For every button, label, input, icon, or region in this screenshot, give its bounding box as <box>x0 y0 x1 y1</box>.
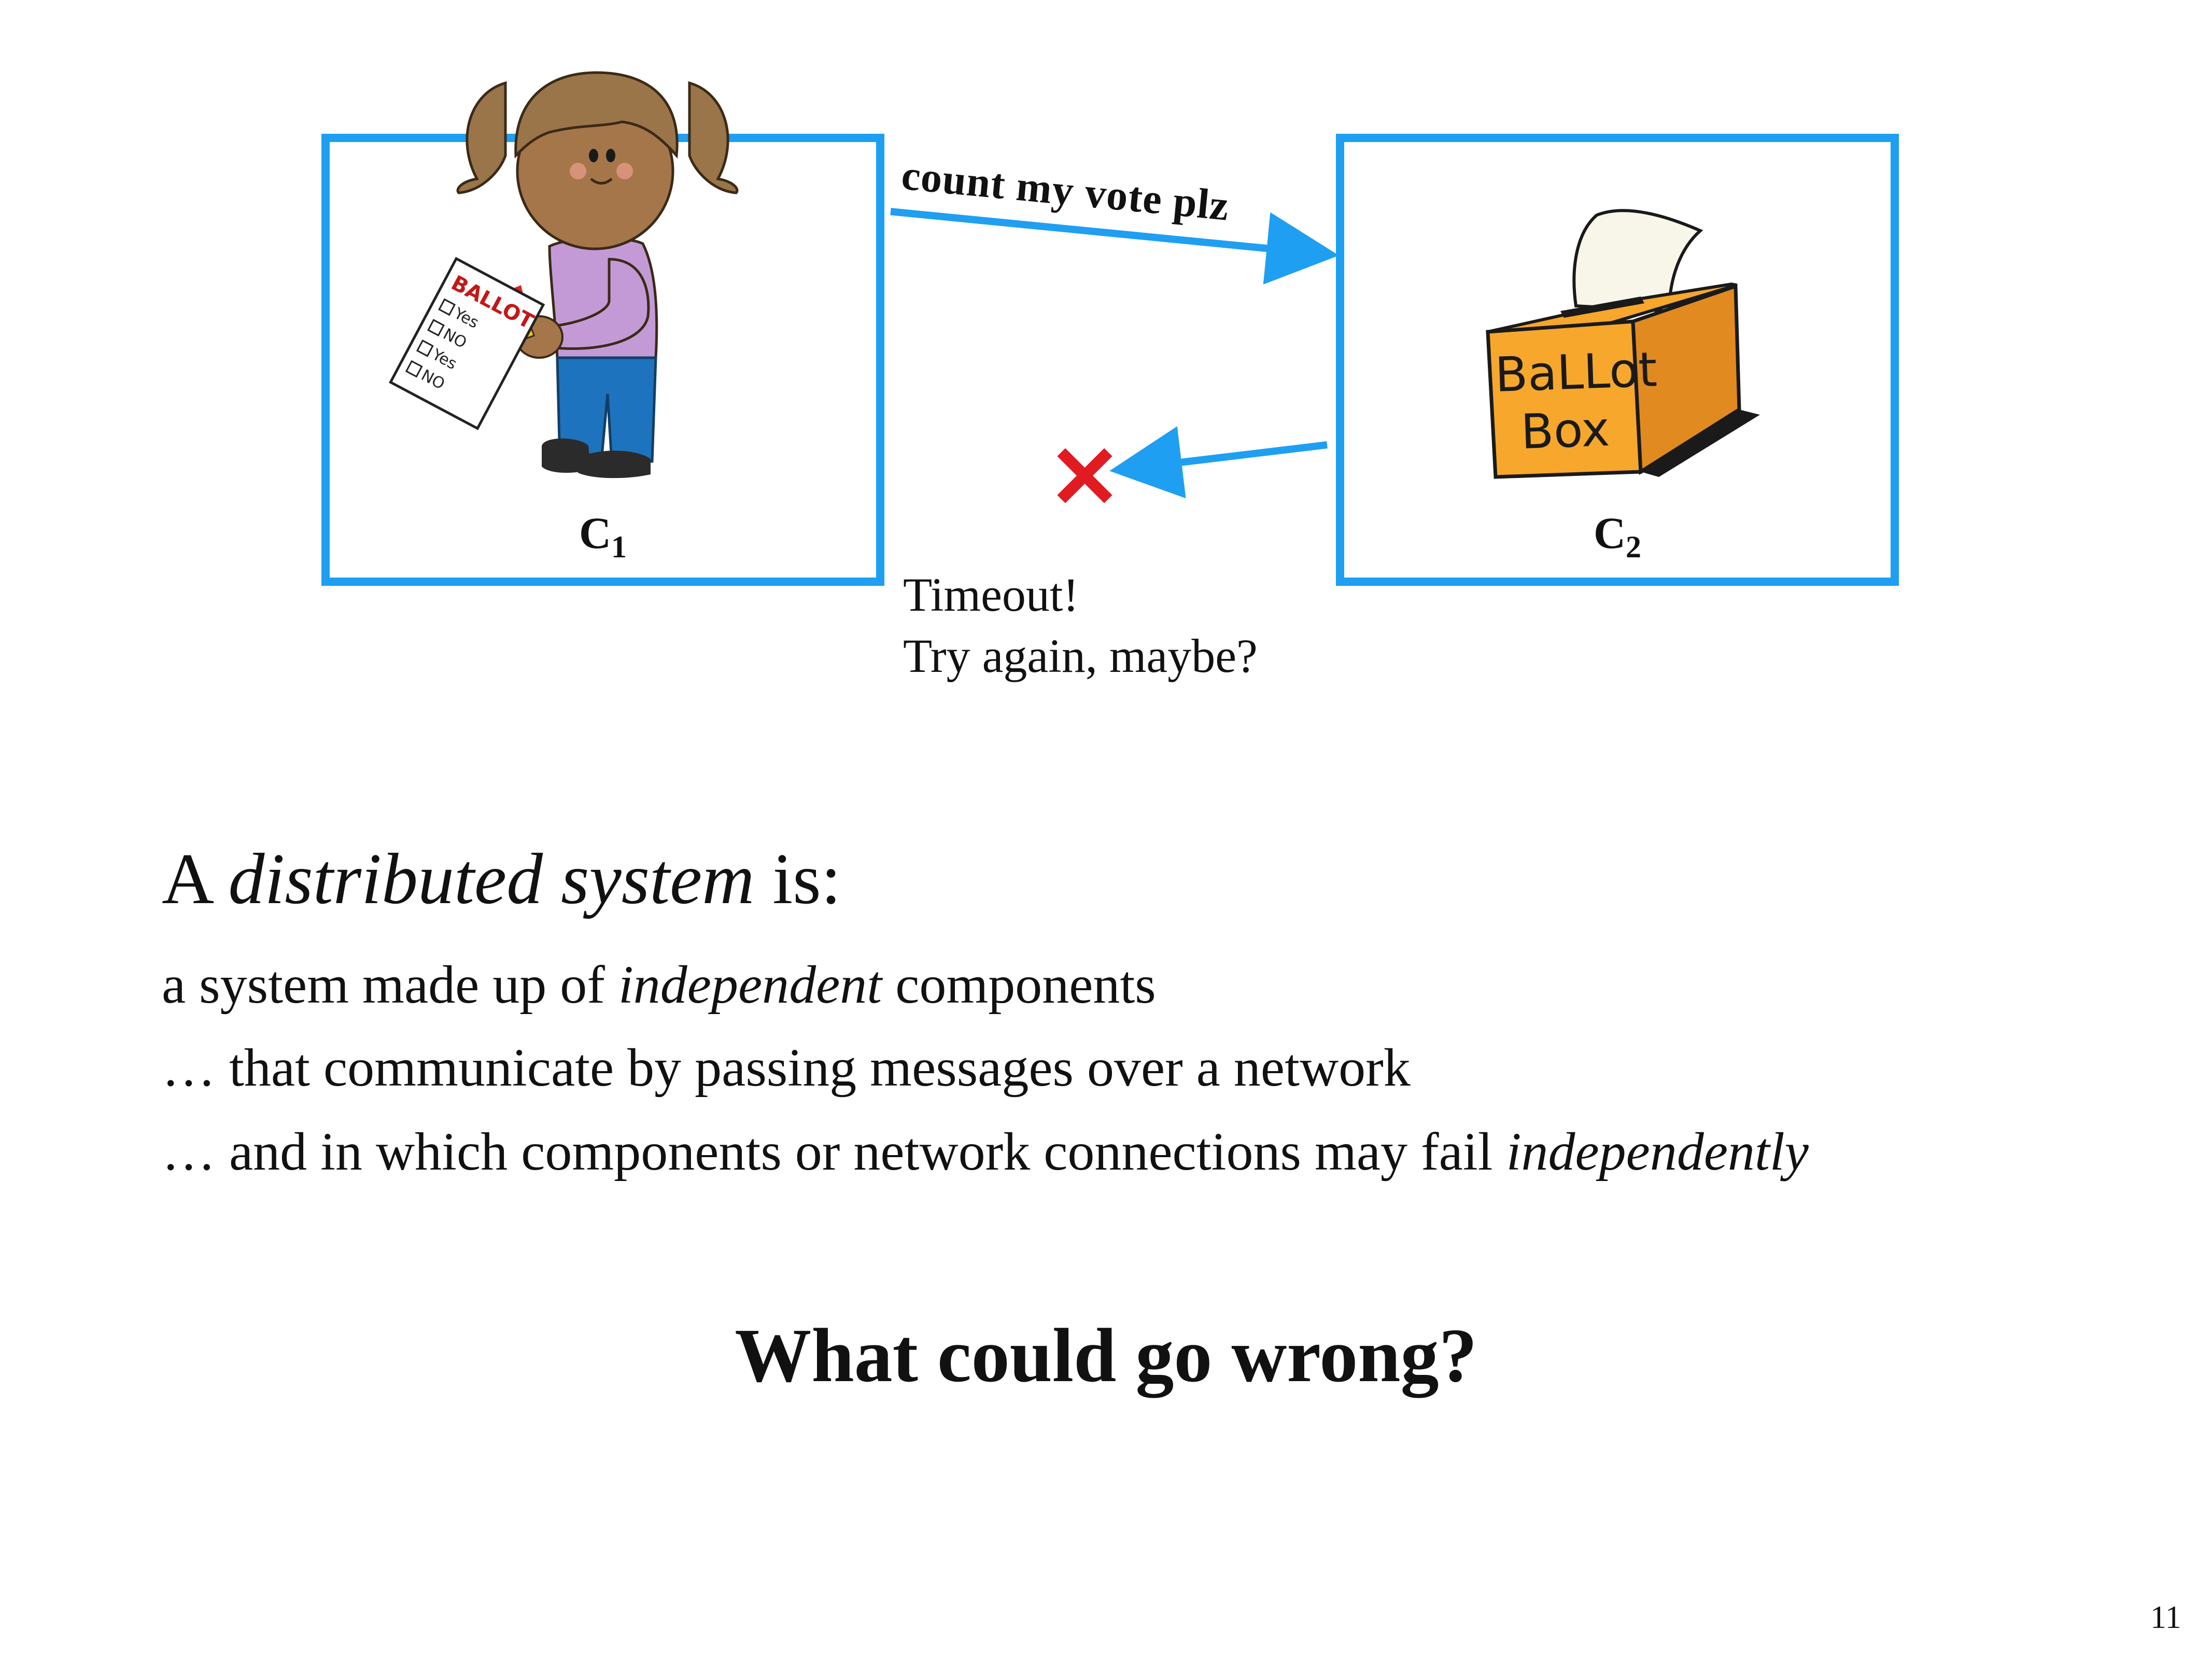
voter-girl-icon <box>456 71 739 479</box>
definition-line-1-prefix: a system made up of <box>162 955 618 1015</box>
node-label-c2-letter: C <box>1593 508 1626 558</box>
node-label-c2-sub: 2 <box>1626 530 1642 565</box>
question-heading: What could go wrong? <box>735 1313 1477 1398</box>
definition-line-1-emphasis: independent <box>618 955 882 1015</box>
definition-line-1-suffix: components <box>882 955 1156 1015</box>
definition-title-prefix: A <box>162 839 229 919</box>
ballot-box-text-line1: BaLLot <box>1494 342 1658 403</box>
diagram: BALLOT Yes NO Yes NO BaLLot Box <box>321 71 1899 586</box>
page-number: 11 <box>2150 1600 2181 1635</box>
node-label-c1: C1 <box>499 507 707 565</box>
definition-title-suffix: is: <box>754 839 841 919</box>
definition-line-3-prefix: … and in which components or network con… <box>162 1122 1506 1182</box>
ballot-box-text-line2: Box <box>1520 401 1611 460</box>
node-label-c1-sub: 1 <box>611 530 627 565</box>
definition-line-1: a system made up of independent componen… <box>162 954 1156 1016</box>
request-arrow <box>890 208 1339 285</box>
definition-line-3: … and in which components or network con… <box>162 1121 1809 1183</box>
timeout-line-2: Try again, maybe? <box>903 629 1258 682</box>
ballot-paper-icon: BALLOT Yes NO Yes NO <box>388 257 545 430</box>
node-box-c2 <box>1336 134 1899 586</box>
failure-x-icon <box>1057 448 1112 503</box>
definition-line-3-emphasis: independently <box>1506 1122 1809 1182</box>
definition-line-2: … that communicate by passing messages o… <box>162 1038 1411 1098</box>
timeout-message: Timeout! Try again, maybe? <box>903 564 1258 686</box>
node-label-c1-letter: C <box>579 508 612 558</box>
node-label-c2: C2 <box>1514 507 1721 565</box>
timeout-line-1: Timeout! <box>903 568 1079 621</box>
response-arrow <box>1109 426 1328 499</box>
definition-title: A distributed system is: <box>162 837 841 921</box>
definition-title-emphasis: distributed system <box>228 839 755 919</box>
ballot-box-icon: BaLLot Box <box>1486 209 1760 479</box>
